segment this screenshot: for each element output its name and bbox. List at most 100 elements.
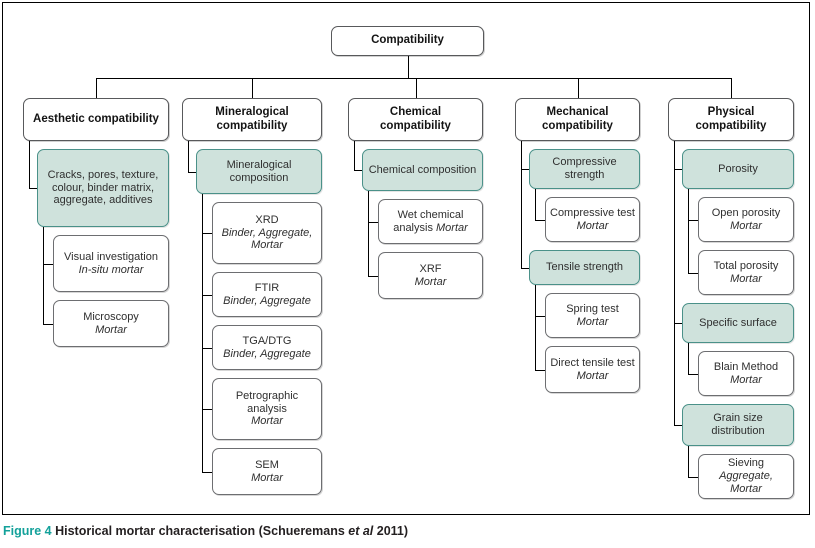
group-node-c4-g2: Tensile strength	[529, 250, 640, 285]
column-header-4: Mechanical compatibility	[515, 98, 640, 141]
root-node-compatibility: Compatibility	[331, 26, 484, 56]
connector-elbow-leaf	[202, 409, 212, 410]
leaf-node-c5-g1-n2-sublabel: Mortar	[730, 272, 762, 285]
connector-elbow-leaf	[202, 348, 212, 349]
connector-spine-leaf	[368, 191, 369, 276]
connector-spine-group	[29, 141, 30, 188]
connector-elbow-group	[521, 268, 529, 269]
leaf-node-c3-g1-n2-sublabel: Mortar	[414, 275, 447, 288]
group-node-c2-g1: Mineralogical composition	[196, 149, 322, 194]
column-header-2-label: Mineralogical compatibility	[215, 105, 289, 132]
leaf-node-c3-g1-n1-sublabel: Mortar	[436, 221, 468, 234]
connector-elbow-leaf	[535, 316, 545, 317]
leaf-node-c3-g1-n1-label: Wet chemical analysis Mortar	[393, 208, 468, 234]
connector-elbow-leaf	[688, 374, 698, 375]
group-node-c5-g3: Grain size distribution	[682, 404, 794, 446]
connector-elbow-leaf	[43, 324, 53, 325]
group-node-c5-g2-label: Specific surface	[699, 316, 777, 329]
column-header-1: Aesthetic compatibility	[23, 98, 169, 141]
connector-spine-leaf	[202, 194, 203, 472]
group-node-c4-g1: Compressive strength	[529, 149, 640, 189]
leaf-node-c2-g1-n4-sublabel: Mortar	[251, 415, 283, 428]
column-header-1-label: Aesthetic compatibility	[33, 112, 159, 125]
leaf-node-c5-g1-n1-sublabel: Mortar	[730, 219, 762, 232]
connector-root-stem	[408, 56, 409, 78]
connector-spine-leaf	[535, 285, 536, 370]
group-node-c4-g2-label: Tensile strength	[545, 261, 624, 274]
group-node-c1-g1: Cracks, pores, texture, colour, binder m…	[37, 149, 169, 227]
figure-caption: Figure 4 Historical mortar characterisat…	[3, 524, 408, 538]
connector-elbow-group	[674, 323, 682, 324]
connector-spine-group	[188, 141, 189, 172]
column-header-5: Physical compatibility	[668, 98, 794, 141]
leaf-node-c5-g3-n1-sublabel: Aggregate, Mortar	[719, 470, 773, 495]
connector-spine-leaf	[535, 189, 536, 220]
connector-elbow-group	[521, 169, 529, 170]
figure-title-italic: et al	[348, 524, 374, 538]
connector-elbow-leaf	[202, 472, 212, 473]
connector-elbow-leaf	[535, 220, 545, 221]
connector-drop-col4	[578, 78, 579, 98]
connector-drop-col2	[252, 78, 253, 98]
connector-spine-leaf	[43, 227, 44, 324]
connector-elbow-leaf	[202, 295, 212, 296]
connector-spine-leaf	[688, 446, 689, 477]
root-node-compatibility-label: Compatibility	[371, 34, 444, 47]
leaf-node-c4-g2-n2-label: Direct tensile test Mortar	[550, 356, 635, 382]
column-header-3: Chemical compatibility	[348, 98, 483, 141]
figure-number: Figure 4	[3, 524, 56, 538]
leaf-node-c1-g1-n2-sublabel: Mortar	[95, 323, 127, 336]
group-node-c5-g2: Specific surface	[682, 303, 794, 343]
connector-spine-leaf	[688, 189, 689, 273]
connector-spine-group	[521, 141, 522, 268]
group-node-c2-g1-label: Mineralogical composition	[226, 158, 292, 184]
leaf-node-c2-g1-n5-sublabel: Mortar	[251, 471, 283, 484]
leaf-node-c5-g2-n1-sublabel: Mortar	[730, 373, 762, 386]
leaf-node-c1-g1-n1-sublabel: In-situ mortar	[78, 263, 144, 276]
leaf-node-c3-g1-n1: Wet chemical analysis Mortar	[378, 199, 483, 244]
connector-spine-leaf	[688, 343, 689, 374]
column-header-5-label: Physical compatibility	[695, 105, 767, 132]
connector-elbow-group	[674, 425, 682, 426]
connector-elbow-group	[354, 170, 362, 171]
connector-elbow-leaf	[535, 370, 545, 371]
leaf-node-c4-g1-n1-sublabel: Mortar	[576, 219, 609, 232]
leaf-node-c4-g2-n1-sublabel: Mortar	[576, 315, 609, 328]
group-node-c4-g1-label: Compressive strength	[552, 156, 617, 181]
leaf-node-c2-g1-n3-sublabel: Binder, Aggregate	[223, 347, 311, 360]
group-node-c3-g1: Chemical composition	[362, 149, 483, 191]
connector-elbow-group	[188, 172, 196, 173]
connector-elbow-group	[674, 169, 682, 170]
leaf-node-c4-g2-n2-sublabel: Mortar	[576, 369, 609, 382]
group-node-c1-g1-label: Cracks, pores, texture, colour, binder m…	[47, 168, 159, 207]
connector-spine-group	[354, 141, 355, 170]
group-node-c3-g1-label: Chemical composition	[368, 163, 477, 176]
connector-spine-group	[674, 141, 675, 425]
leaf-node-c4-g1-n1-label: Compressive test Mortar	[550, 206, 635, 232]
